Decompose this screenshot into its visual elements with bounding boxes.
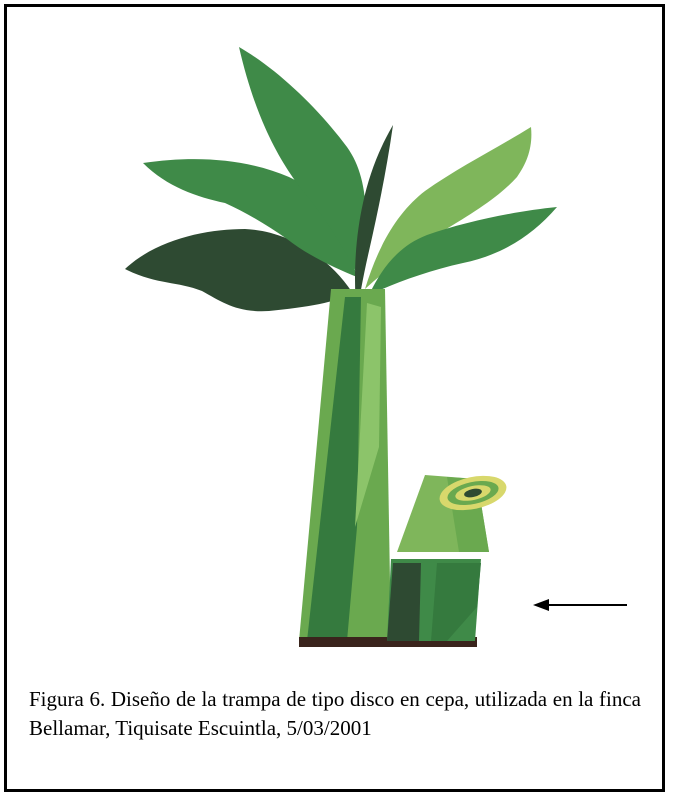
stump-dark-shade bbox=[387, 563, 421, 641]
dark-center-leaf bbox=[355, 125, 393, 317]
dark-left-leaf bbox=[125, 229, 352, 312]
cut-line bbox=[395, 552, 489, 556]
soil-base bbox=[299, 637, 477, 647]
figure-caption: Figura 6. Diseño de la trampa de tipo di… bbox=[29, 687, 641, 740]
stump-light-shade bbox=[431, 563, 481, 641]
figure-frame: Figura 6. Diseño de la trampa de tipo di… bbox=[4, 4, 665, 792]
disc-top-core bbox=[464, 488, 482, 498]
arrow-head-icon bbox=[533, 599, 549, 611]
pseudostem-shadow bbox=[307, 297, 361, 641]
top-center-leaf bbox=[239, 47, 366, 277]
right-mid-leaf bbox=[369, 207, 557, 295]
banana-plant-trap-illustration bbox=[125, 47, 627, 647]
pseudostem-highlight bbox=[355, 303, 381, 527]
